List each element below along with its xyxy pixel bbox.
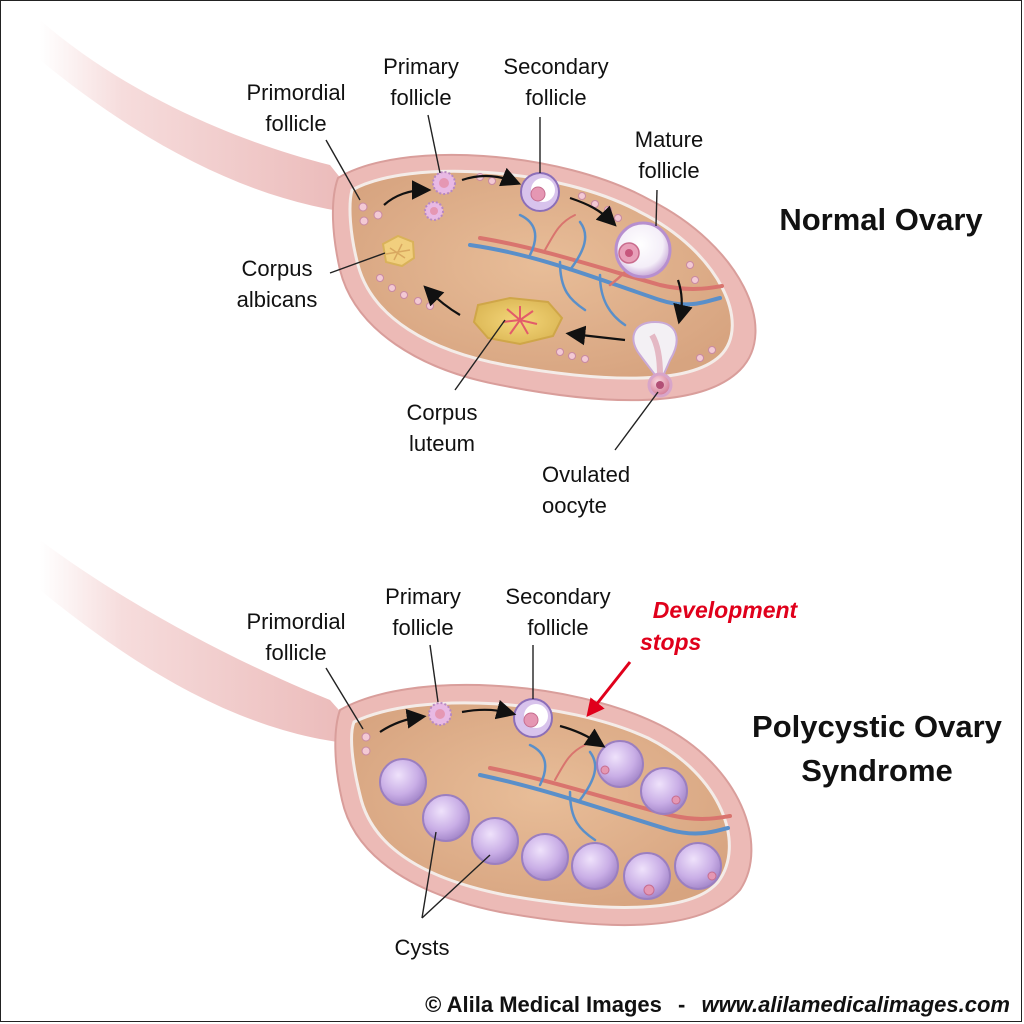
title-line: Syndrome xyxy=(801,753,953,788)
label-mature-follicle: Mature follicle xyxy=(622,124,716,186)
label-line: follicle xyxy=(525,85,587,110)
ovulated-oocyte xyxy=(647,372,673,398)
callout-line: Development xyxy=(652,597,798,623)
development-stops-callout: Development stops xyxy=(632,594,818,658)
label-line: Primary xyxy=(385,584,461,609)
footer-separator: - xyxy=(678,992,686,1017)
title-line: Polycystic Ovary xyxy=(752,709,1002,744)
primordial-follicles xyxy=(361,732,371,756)
corpus-albicans xyxy=(381,234,416,268)
label-secondary-follicle: Secondary follicle xyxy=(494,51,618,113)
cyst xyxy=(596,740,644,788)
development-arrows xyxy=(379,700,606,748)
label-line: follicle xyxy=(638,158,700,183)
cyst xyxy=(571,842,619,890)
label-primordial-follicle: Primordial follicle xyxy=(237,77,355,139)
label-line: luteum xyxy=(408,431,476,456)
pcos-title: Polycystic Ovary Syndrome xyxy=(752,705,1002,793)
copyright-text: © Alila Medical Images xyxy=(425,992,662,1017)
cyst xyxy=(422,794,470,842)
blood-vessels xyxy=(478,743,732,842)
cyst xyxy=(623,852,671,900)
label-line: follicle xyxy=(265,640,327,665)
label-line: Secondary xyxy=(505,584,611,609)
cyst xyxy=(521,833,569,881)
label-secondary-follicle: Secondary follicle xyxy=(496,581,620,643)
leader-lines xyxy=(325,114,659,451)
label-corpus-albicans: Corpus albicans xyxy=(225,253,329,315)
label-line: Primordial xyxy=(246,609,346,634)
pcos-ovary xyxy=(40,540,753,927)
label-line: Corpus xyxy=(241,256,313,281)
website-link[interactable]: www.alilamedicalimages.com xyxy=(701,992,1010,1017)
cysts xyxy=(379,740,722,900)
primary-follicle xyxy=(428,702,452,726)
mature-follicle xyxy=(614,221,672,279)
label-line: Primordial xyxy=(246,80,346,105)
label-primary-follicle: Primary follicle xyxy=(374,51,468,113)
label-line: follicle xyxy=(265,111,327,136)
footer-credit: © Alila Medical Images - www.alilamedica… xyxy=(425,992,1010,1018)
secondary-follicle xyxy=(513,698,553,738)
label-primary-follicle: Primary follicle xyxy=(376,581,470,643)
label-line: albicans xyxy=(236,287,318,312)
cyst xyxy=(379,758,427,806)
callout-line: stops xyxy=(640,629,702,655)
development-stops-arrow xyxy=(586,661,632,718)
label-line: Mature xyxy=(634,127,704,152)
normal-ovary xyxy=(40,20,757,451)
normal-ovary-title: Normal Ovary xyxy=(779,202,983,237)
cyst-oocytes xyxy=(600,765,717,896)
label-primordial-follicle: Primordial follicle xyxy=(237,606,355,668)
label-line: follicle xyxy=(390,85,452,110)
ligament xyxy=(40,540,370,745)
corpus-luteum xyxy=(472,296,564,346)
leader-lines xyxy=(325,644,534,919)
label-line: follicle xyxy=(527,615,589,640)
label-line: Corpus xyxy=(406,400,478,425)
label-line: oocyte xyxy=(542,493,607,518)
primary-follicle xyxy=(424,171,456,221)
label-cysts: Cysts xyxy=(394,935,450,960)
ligament xyxy=(40,20,370,215)
cyst xyxy=(640,767,688,815)
label-ovulated-oocyte: Ovulated oocyte xyxy=(542,459,658,521)
label-line: Ovulated xyxy=(542,462,631,487)
label-line: follicle xyxy=(392,615,454,640)
cycle-arrows xyxy=(383,167,693,346)
cyst xyxy=(471,817,519,865)
secondary-follicle xyxy=(520,172,560,212)
label-corpus-luteum: Corpus luteum xyxy=(392,397,492,459)
cyst xyxy=(674,842,722,890)
label-line: Secondary xyxy=(503,54,609,79)
label-line: Primary xyxy=(383,54,459,79)
